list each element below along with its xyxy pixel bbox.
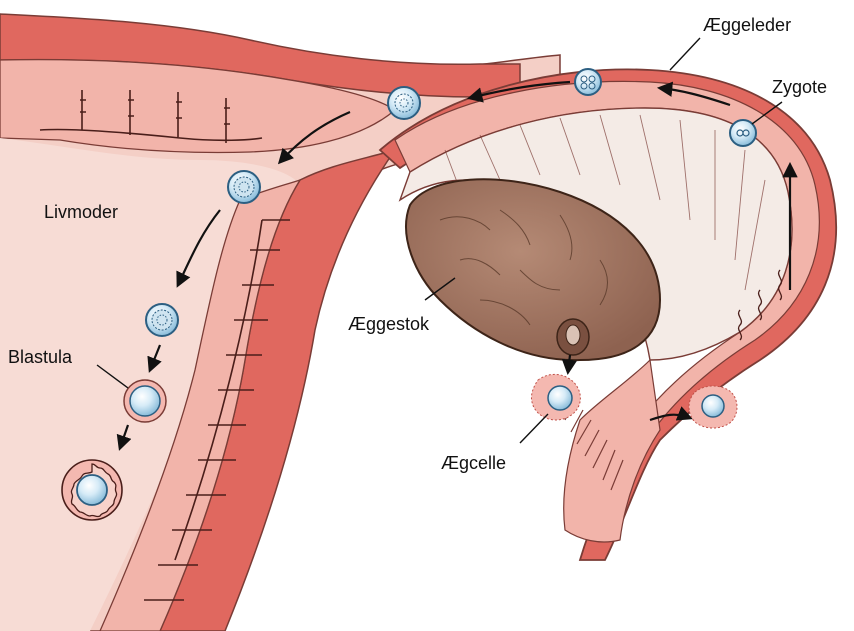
morula-cell-2	[388, 87, 420, 119]
morula-cell-1	[575, 69, 601, 95]
morula-cell-3	[228, 171, 260, 203]
morula-cell-4	[146, 304, 178, 336]
blastula-cell	[124, 380, 166, 422]
leader-aegcelle	[520, 414, 548, 443]
ovulation-site	[557, 319, 589, 355]
egg-cell-released	[531, 374, 580, 420]
label-aeggeleder: Æggeleder	[703, 15, 791, 35]
egg-cell-fimbriae	[689, 386, 737, 428]
leader-aeggeleder	[670, 38, 700, 70]
label-blastula: Blastula	[8, 347, 73, 367]
fimbriae	[564, 360, 660, 542]
label-aegcelle: Ægcelle	[441, 453, 506, 473]
label-aeggestok: Æggestok	[348, 314, 430, 334]
label-livmoder: Livmoder	[44, 202, 118, 222]
label-zygote: Zygote	[772, 77, 827, 97]
implanted-embryo	[62, 460, 122, 520]
